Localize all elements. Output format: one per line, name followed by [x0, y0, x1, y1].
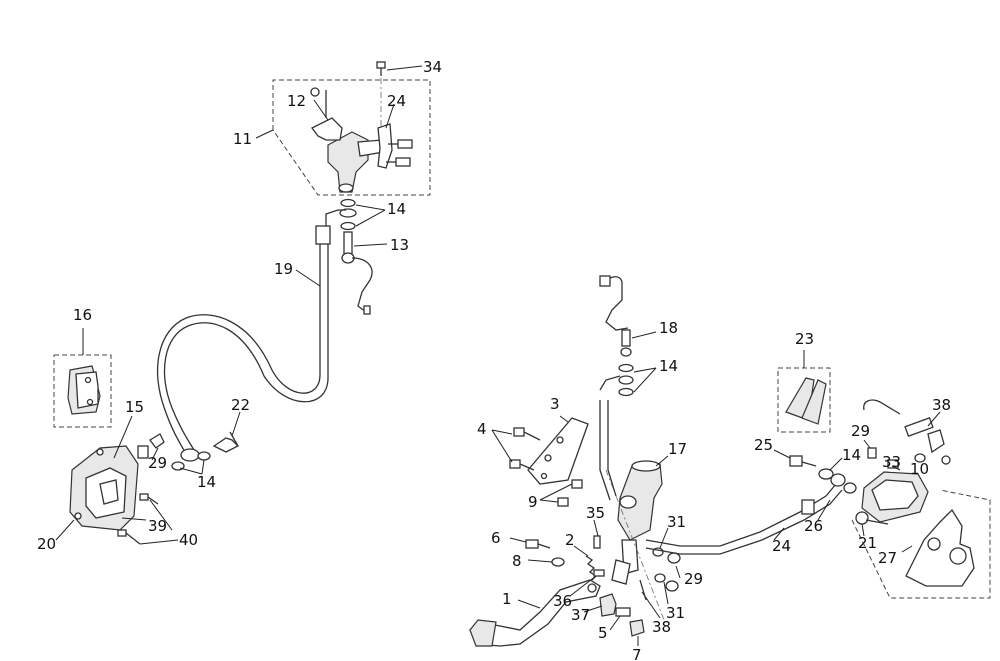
callout-2: 2: [565, 531, 575, 549]
callout-36: 37: [571, 606, 590, 624]
callout-14-a: 14: [387, 200, 406, 218]
callout-31-a: 31: [667, 513, 686, 531]
callout-6: 6: [491, 529, 501, 547]
callout-32: 33: [882, 453, 901, 471]
callout-29-a: 29: [148, 454, 167, 472]
callout-8: 8: [512, 552, 522, 570]
callout-9: 9: [528, 493, 538, 511]
callout-34: 36: [553, 592, 572, 610]
callout-13: 13: [390, 236, 409, 254]
front-master-cylinder-assembly: [255, 61, 431, 315]
callout-21: 21: [858, 534, 877, 552]
callout-18: 18: [659, 319, 678, 337]
callout-37: 39: [148, 517, 167, 535]
callout-10: 10: [910, 460, 929, 478]
callout-16: 16: [73, 306, 92, 324]
callout-14-d: 14: [842, 446, 861, 464]
callout-30: 29: [684, 570, 703, 588]
callout-33: 34: [423, 58, 442, 76]
callout-4: 4: [477, 420, 487, 438]
callout-7: 7: [632, 646, 642, 661]
callout-5: 5: [598, 624, 608, 642]
callout-28: 27: [878, 549, 897, 567]
callout-14-b: 14: [197, 473, 216, 491]
callout-29-b: 29: [851, 422, 870, 440]
callout-3: 3: [550, 395, 560, 413]
callout-17: 17: [668, 440, 687, 458]
callout-35: 35: [586, 504, 605, 522]
callout-31-b: 31: [666, 604, 685, 622]
callout-19: 19: [274, 260, 293, 278]
callout-14-c: 14: [659, 357, 678, 375]
callout-38: 40: [179, 531, 198, 549]
front-brake-hose: [156, 209, 346, 462]
callout-labels: 11 12 24 34 14 13 19 16 15 22 29 14 39 4…: [37, 58, 951, 661]
callout-1: 1: [502, 590, 512, 608]
callout-15: 15: [125, 398, 144, 416]
callout-20: 20: [37, 535, 56, 553]
callout-39: 38: [932, 396, 951, 414]
group-box-11: [272, 79, 431, 196]
callout-23: 23: [795, 330, 814, 348]
callout-25: 25: [754, 436, 773, 454]
rear-caliper-assembly: [773, 350, 991, 599]
front-caliper-assembly: [53, 328, 241, 545]
callout-27: 24: [387, 92, 406, 110]
callout-11: 11: [233, 130, 252, 148]
callout-22: 22: [231, 396, 250, 414]
rear-brake-pipe: [645, 473, 857, 555]
rear-master-cylinder-assembly: [469, 275, 681, 647]
callout-12: 12: [287, 92, 306, 110]
group-box-28: [851, 489, 991, 599]
callout-26: 26: [804, 517, 823, 535]
callout-24: 24: [772, 537, 791, 555]
callout-40: 38: [652, 618, 671, 636]
